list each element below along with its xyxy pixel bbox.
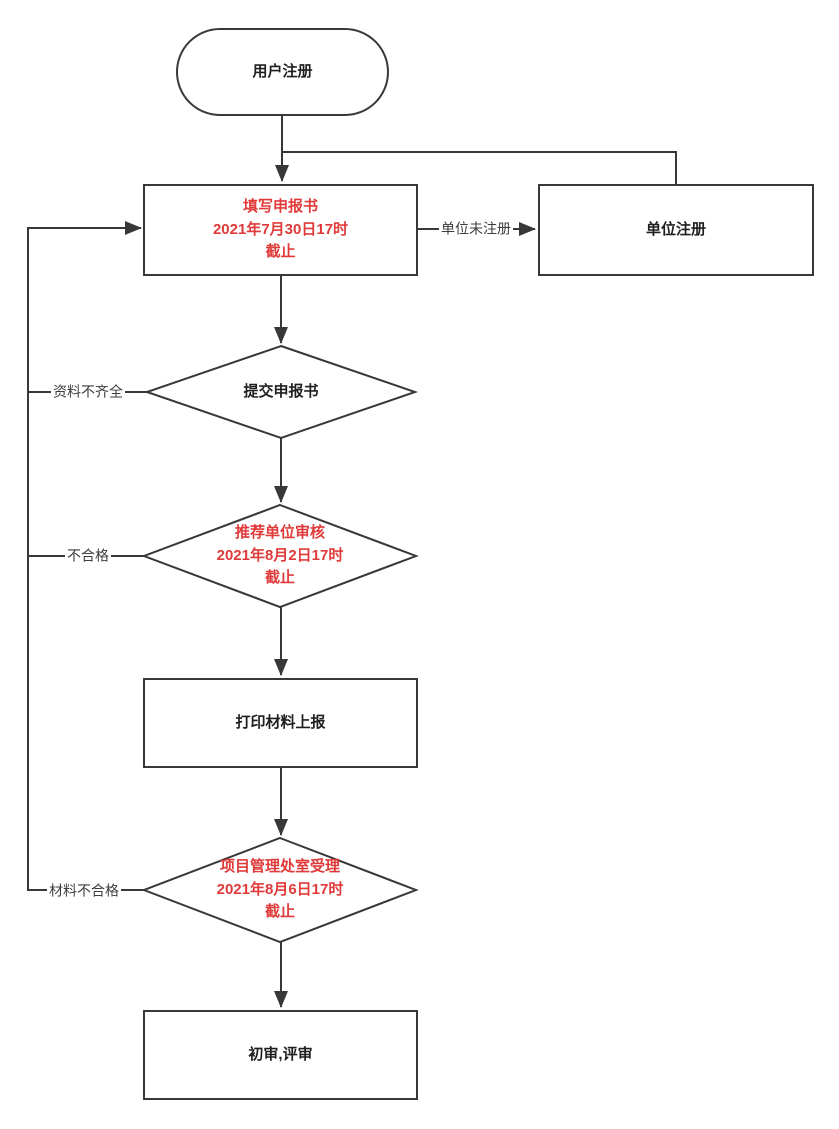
node-fill-form: 填写申报书 2021年7月30日17时 截止: [143, 184, 418, 276]
submit-diamond-shape: [143, 344, 419, 440]
node-unit-review: 推荐单位审核 2021年8月2日17时 截止: [144, 505, 416, 607]
edge-label-unit-not-registered: 单位未注册: [439, 220, 513, 238]
edge-label-unqualified: 不合格: [65, 547, 111, 565]
node-submit-form: 提交申报书: [147, 346, 415, 438]
node-user-register: 用户注册: [176, 28, 389, 116]
node-print-materials: 打印材料上报: [143, 678, 418, 768]
edge-label-materials-unqualified: 材料不合格: [47, 882, 121, 900]
node-final-review: 初审,评审: [143, 1010, 418, 1100]
node-unit-register-label: 单位注册: [645, 220, 706, 238]
edge-unitregister-merge: [282, 151, 677, 184]
node-unit-register: 单位注册: [538, 184, 814, 276]
node-print-materials-label: 打印材料上报: [235, 713, 326, 731]
node-office-accept-label: 项目管理处室受理 2021年8月6日17时 截止: [216, 858, 344, 921]
node-submit-form-label: 提交申报书: [243, 382, 319, 400]
node-user-register-label: 用户注册: [252, 62, 313, 80]
node-unit-review-label: 推荐单位审核 2021年8月2日17时 截止: [216, 524, 344, 587]
edge-label-materials-incomplete: 资料不齐全: [51, 383, 125, 401]
node-final-review-label: 初审,评审: [248, 1045, 313, 1063]
unitreview-diamond-shape: [141, 503, 419, 609]
office-diamond-shape: [141, 836, 419, 944]
node-fill-form-label: 填写申报书 2021年7月30日17时 截止: [212, 198, 349, 261]
node-office-accept: 项目管理处室受理 2021年8月6日17时 截止: [144, 838, 416, 942]
